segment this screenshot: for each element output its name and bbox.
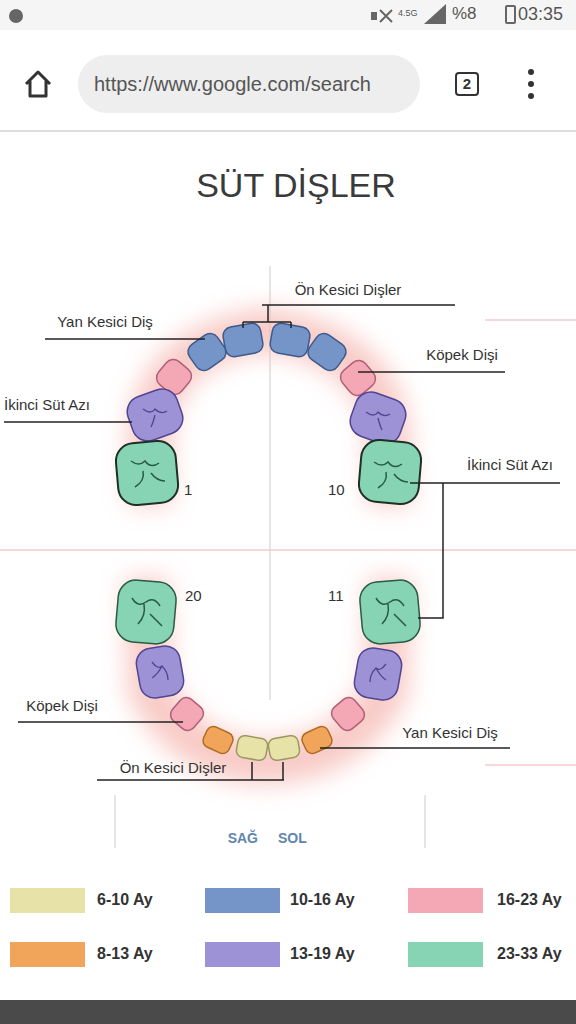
legend-swatch bbox=[205, 942, 280, 967]
home-icon bbox=[26, 72, 50, 96]
clock-label: 03:35 bbox=[518, 4, 563, 25]
url-bar: https://www.google.com/search bbox=[78, 55, 420, 113]
battery-label: %8 bbox=[452, 4, 477, 24]
guide-line bbox=[114, 795, 116, 848]
legend-swatch bbox=[205, 888, 280, 913]
guide-line bbox=[424, 795, 426, 848]
tooth-label: Yan Kesici Diş bbox=[57, 313, 153, 330]
menu-dots bbox=[528, 69, 534, 99]
status-bar bbox=[0, 0, 576, 30]
network-label: 4.5G bbox=[398, 8, 418, 18]
legend-text: 10-16 Ay bbox=[290, 891, 355, 909]
tooth-number: 11 bbox=[328, 587, 344, 604]
signal-icon bbox=[424, 4, 446, 24]
guide-line bbox=[0, 549, 576, 551]
legend-text: 23-33 Ay bbox=[497, 945, 562, 963]
tooth-label: Köpek Dişi bbox=[426, 346, 498, 363]
tooth-number: 20 bbox=[185, 587, 202, 604]
tab-count-box: 2 bbox=[455, 72, 479, 96]
molar-fissures bbox=[143, 409, 390, 682]
browser-bar bbox=[0, 30, 576, 130]
legend-text: 16-23 Ay bbox=[497, 891, 562, 909]
lower-teeth bbox=[114, 579, 421, 762]
legend-swatch bbox=[408, 942, 483, 967]
mute-icon bbox=[372, 10, 392, 22]
legend-swatch bbox=[10, 942, 85, 967]
guide-line bbox=[485, 319, 576, 321]
upper-teeth bbox=[114, 322, 422, 507]
tooth-label: Ön Kesici Dişler bbox=[295, 281, 402, 298]
legend-text: 6-10 Ay bbox=[97, 891, 153, 909]
url-text: https://www.google.com/search bbox=[94, 73, 404, 96]
tooth-label: İkinci Süt Azı bbox=[4, 396, 90, 413]
molar-fissures bbox=[131, 461, 408, 626]
legend-swatch bbox=[408, 888, 483, 913]
side-label: SOL bbox=[278, 830, 307, 846]
legend-swatch bbox=[10, 888, 85, 913]
bar-shadow bbox=[0, 130, 576, 132]
tab-count: 2 bbox=[460, 75, 474, 92]
tooth-label: Ön Kesici Dişler bbox=[120, 759, 227, 776]
tooth-label: Yan Kesici Diş bbox=[402, 724, 498, 741]
gum-glow bbox=[146, 330, 390, 762]
tooth-label: Köpek Dişi bbox=[26, 697, 98, 714]
side-label: SAĞ bbox=[228, 830, 258, 846]
tooth-number: 1 bbox=[184, 481, 192, 498]
app-icon bbox=[9, 9, 23, 23]
page-title: SÜT DİŞLER bbox=[196, 166, 396, 205]
legend-text: 13-19 Ay bbox=[290, 945, 355, 963]
guide-line bbox=[485, 764, 576, 766]
bottom-bar bbox=[0, 1000, 576, 1024]
tooth-label: İkinci Süt Azı bbox=[467, 456, 553, 473]
battery-icon bbox=[506, 6, 515, 23]
leader-lines bbox=[4, 305, 560, 780]
legend-text: 8-13 Ay bbox=[97, 945, 153, 963]
tooth-number: 10 bbox=[328, 481, 345, 498]
